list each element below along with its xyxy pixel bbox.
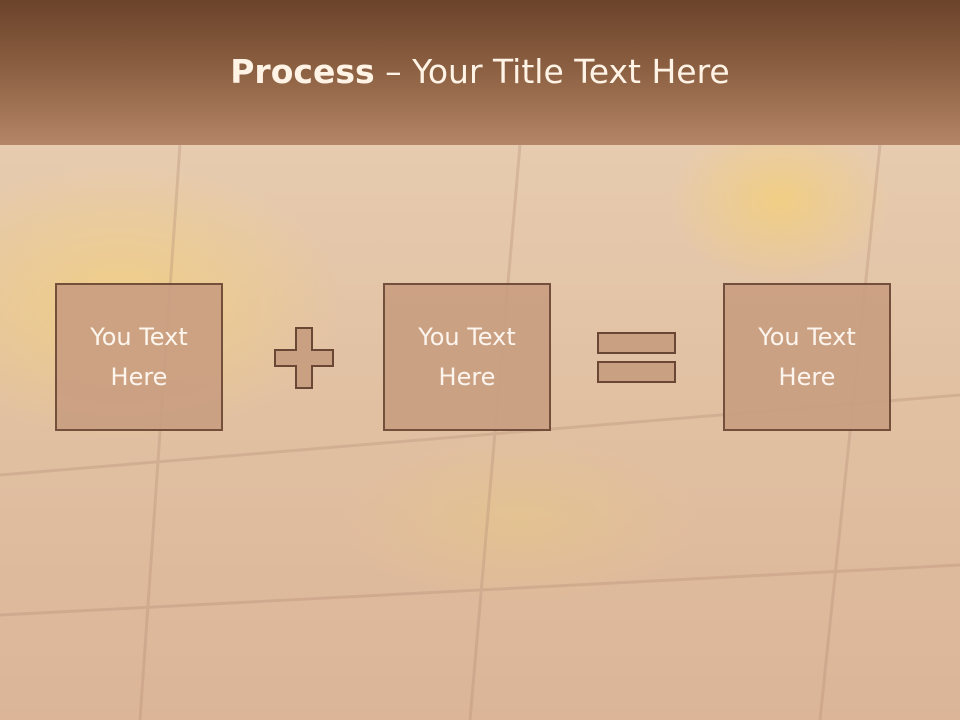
process-box-1[interactable]: You Text Here [55, 283, 223, 431]
process-box-2-text: You Text Here [418, 323, 516, 391]
process-box-3-text: You Text Here [758, 323, 856, 391]
title-bar: Process – Your Title Text Here [0, 0, 960, 145]
title-rest-text: – Your Title Text Here [374, 52, 730, 91]
slide-title[interactable]: Process – Your Title Text Here [0, 52, 960, 91]
equals-icon [597, 332, 676, 383]
process-box-1-text: You Text Here [90, 323, 188, 391]
process-box-2[interactable]: You Text Here [383, 283, 551, 431]
process-box-3[interactable]: You Text Here [723, 283, 891, 431]
title-bold-text: Process [230, 52, 375, 91]
background-tile-pattern [0, 145, 960, 720]
plus-icon [274, 327, 334, 389]
